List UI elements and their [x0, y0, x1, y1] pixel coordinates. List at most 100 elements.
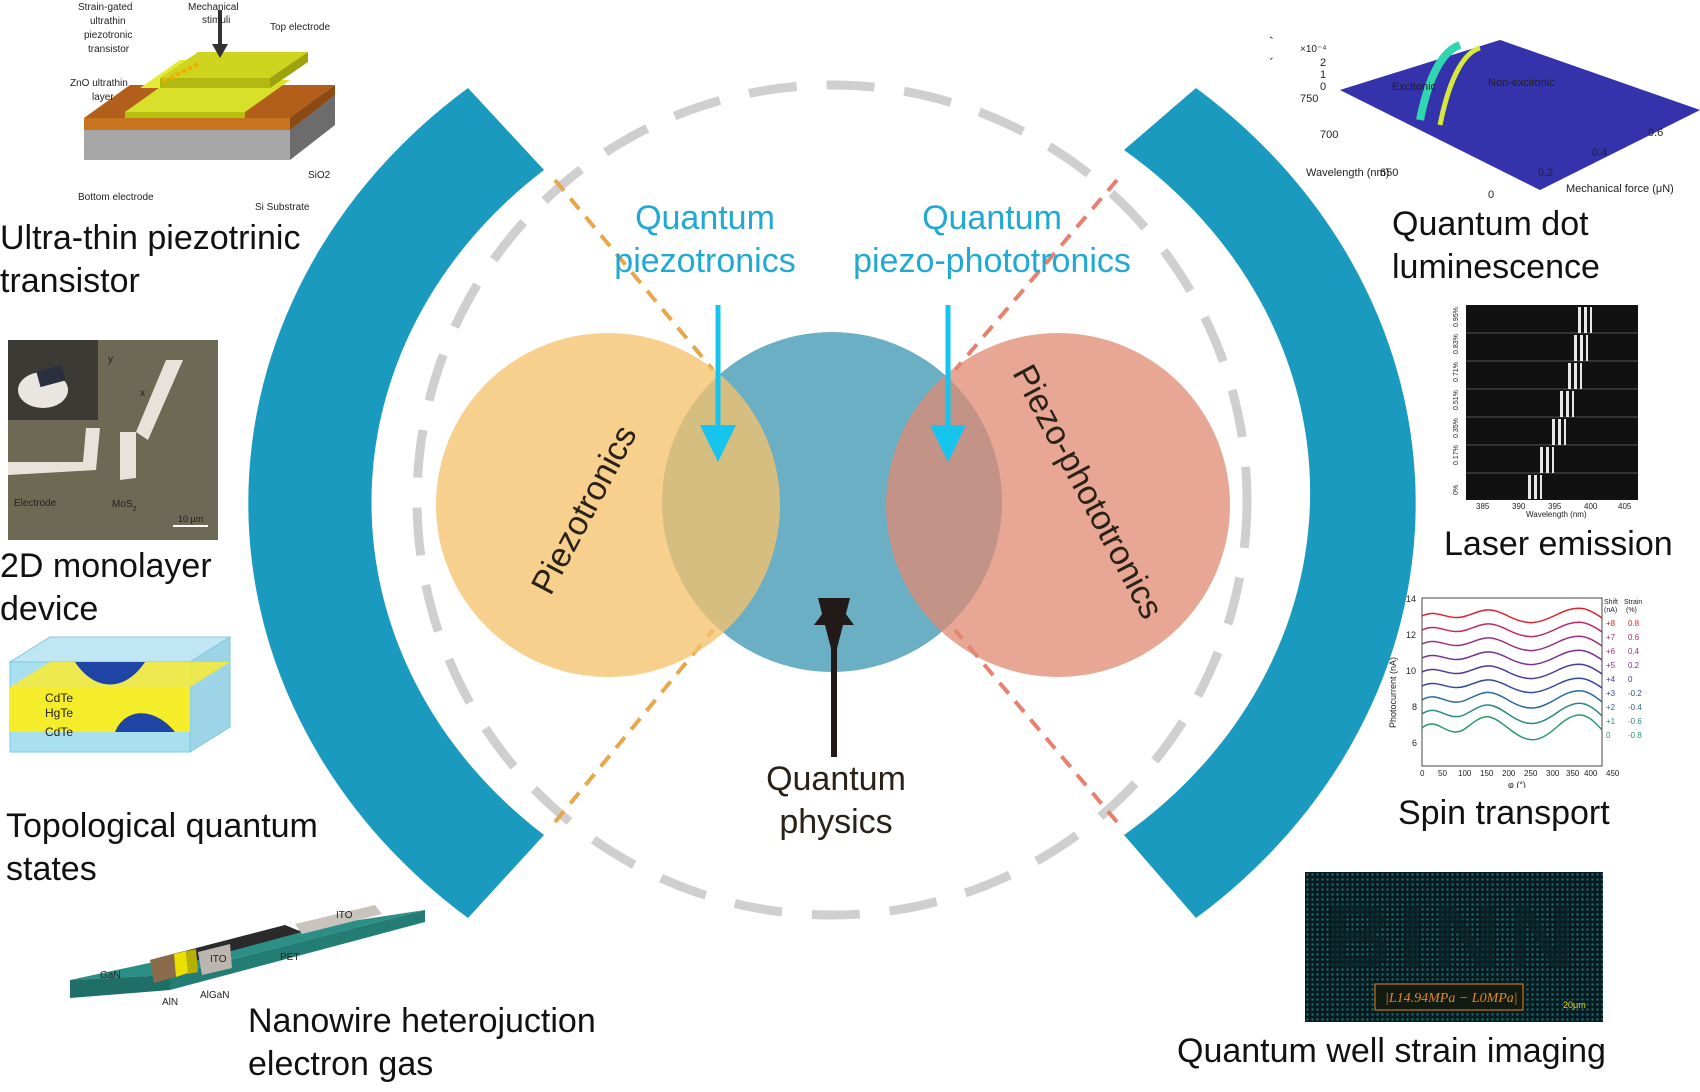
svg-text:+3: +3	[1606, 689, 1616, 698]
quantum-piezo-phototronics-arrow	[930, 305, 966, 462]
svg-text:0: 0	[1420, 769, 1425, 778]
svg-text:0.6: 0.6	[1628, 633, 1640, 642]
svg-text:AlGaN: AlGaN	[200, 990, 229, 1001]
caption-quantum-well: Quantum well strain imaging	[1177, 1032, 1606, 1070]
svg-text:0: 0	[1488, 189, 1494, 201]
quantum-piezotronics-arrow	[700, 305, 736, 462]
svg-text:HgTe: HgTe	[45, 706, 73, 720]
topological-diagram: CdTe HgTe CdTe	[5, 632, 235, 792]
dashed-outer-circle	[412, 80, 1252, 920]
svg-text:Non-excitonic: Non-excitonic	[1488, 77, 1555, 89]
svg-text:Mechanical force (μN): Mechanical force (μN)	[1566, 183, 1674, 195]
quantum-dot-plot: Excitonic Non-excitonic R'CD (a.u.) ×10⁻…	[1270, 30, 1700, 210]
svg-text:300: 300	[1546, 769, 1560, 778]
svg-text:405: 405	[1618, 502, 1632, 511]
svg-text:+2: +2	[1606, 703, 1616, 712]
svg-text:stimuli: stimuli	[202, 15, 230, 26]
svg-text:Top electrode: Top electrode	[270, 22, 330, 33]
svg-text:Strain: Strain	[1624, 599, 1642, 606]
svg-text:0: 0	[1606, 731, 1611, 740]
svg-text:650: 650	[1380, 167, 1398, 179]
svg-text:0.51%: 0.51%	[1453, 390, 1460, 410]
svg-text:SiO2: SiO2	[308, 170, 331, 181]
svg-text:GaN: GaN	[100, 970, 121, 981]
quantum-physics-arrow	[814, 598, 854, 757]
svg-text:CdTe: CdTe	[45, 691, 73, 705]
red-dashed-line-top	[953, 178, 1119, 372]
svg-text:1: 1	[1320, 69, 1326, 81]
svg-text:2: 2	[1320, 57, 1326, 69]
quantum-piezo-phototronics-title: Quantum piezo-phototronics	[853, 199, 1131, 280]
svg-text:transistor: transistor	[88, 44, 130, 55]
laser-emission-image: 0% 0.17% 0.35% 0.51% 0.71% 0.83% 0.95% 3…	[1448, 305, 1638, 520]
svg-text:0.2: 0.2	[1628, 661, 1640, 670]
svg-text:0.17%: 0.17%	[1453, 445, 1460, 465]
right-blue-arc	[1124, 88, 1416, 918]
svg-text:Bottom electrode: Bottom electrode	[78, 192, 154, 203]
svg-text:390: 390	[1512, 502, 1526, 511]
red-dashed-line-bottom	[953, 628, 1119, 824]
svg-text:Wavelength (nm): Wavelength (nm)	[1526, 510, 1587, 519]
svg-text:+4: +4	[1606, 675, 1616, 684]
svg-text:+5: +5	[1606, 661, 1616, 670]
spin-transport-plot: 14 12 10 8 6 Photocurrent (nA) 0 50 100 …	[1388, 578, 1648, 788]
piezotronics-circle	[436, 333, 780, 677]
svg-text:400: 400	[1584, 502, 1598, 511]
transistor-title-line1: Strain-gated	[78, 2, 132, 13]
svg-text:φ (°): φ (°)	[1508, 780, 1526, 788]
nanowire-device-diagram: ITO ITO PET GaN AlN AlGaN	[70, 880, 430, 1020]
quantum-physics-title: Quantum physics	[766, 760, 906, 841]
svg-text:12: 12	[1406, 630, 1416, 640]
orange-dashed-line-bottom	[553, 628, 715, 824]
piezo-phototronics-circle	[886, 333, 1230, 677]
svg-text:R'CD (a.u.): R'CD (a.u.)	[1270, 35, 1273, 90]
svg-text:385: 385	[1476, 502, 1490, 511]
svg-text:+6: +6	[1606, 647, 1616, 656]
caption-laser-emission: Laser emission	[1444, 525, 1673, 563]
svg-text:piezotronic: piezotronic	[84, 30, 132, 41]
svg-text:ITO: ITO	[210, 954, 227, 965]
caption-2d-monolayer: 2D monolayer device	[0, 547, 212, 628]
svg-text:Electrode: Electrode	[14, 498, 57, 509]
svg-text:0.83%: 0.83%	[1453, 334, 1460, 354]
svg-text:-0.2: -0.2	[1628, 689, 1642, 698]
svg-text:750: 750	[1300, 93, 1318, 105]
svg-text:MoS2: MoS2	[112, 499, 137, 513]
svg-text:20μm: 20μm	[1563, 1000, 1586, 1010]
svg-text:(nA): (nA)	[1604, 607, 1617, 614]
transistor-diagram: Strain-gated ultrathin piezotronic trans…	[70, 0, 360, 215]
svg-text:8: 8	[1412, 702, 1417, 712]
svg-text:Si Substrate: Si Substrate	[255, 202, 310, 213]
svg-text:Excitonic: Excitonic	[1392, 81, 1437, 93]
svg-text:Mechanical: Mechanical	[188, 2, 239, 13]
svg-text:(%): (%)	[1626, 607, 1637, 614]
caption-nanowire: Nanowire heterojuction electron gas	[248, 1002, 596, 1083]
svg-text:50: 50	[1438, 769, 1447, 778]
svg-text:-0.4: -0.4	[1628, 703, 1642, 712]
caption-topological: Topological quantum states	[6, 807, 318, 888]
svg-text:+8: +8	[1606, 619, 1616, 628]
svg-text:0.4: 0.4	[1592, 147, 1607, 159]
svg-text:ultrathin: ultrathin	[90, 16, 126, 27]
svg-text:PET: PET	[280, 952, 299, 963]
svg-text:0.8: 0.8	[1628, 619, 1640, 628]
svg-text:350: 350	[1566, 769, 1580, 778]
svg-text:395: 395	[1548, 502, 1562, 511]
svg-text:+7: +7	[1606, 633, 1616, 642]
svg-text:150: 150	[1480, 769, 1494, 778]
svg-text:layer: layer	[92, 92, 114, 103]
svg-text:Photocurrent (nA): Photocurrent (nA)	[1388, 657, 1398, 728]
svg-text:x: x	[140, 388, 145, 399]
svg-text:100: 100	[1458, 769, 1472, 778]
svg-text:AlN: AlN	[162, 997, 178, 1008]
svg-text:400: 400	[1584, 769, 1598, 778]
svg-text:0.35%: 0.35%	[1453, 418, 1460, 438]
svg-text:Shift: Shift	[1604, 599, 1618, 606]
qwell-letters: BINN	[1325, 886, 1582, 988]
svg-text:0.6: 0.6	[1648, 127, 1663, 139]
quantum-piezotronics-title: Quantum piezotronics	[614, 199, 796, 280]
quantum-well-image: BINN |L14.94MPa − L0MPa| 20μm	[1305, 872, 1603, 1022]
caption-ultra-thin-transistor: Ultra-thin piezotrinic transistor	[0, 219, 301, 300]
svg-text:ITO: ITO	[336, 910, 353, 921]
monolayer-micrograph: Electrode MoS2 10 μm y x	[8, 340, 218, 540]
